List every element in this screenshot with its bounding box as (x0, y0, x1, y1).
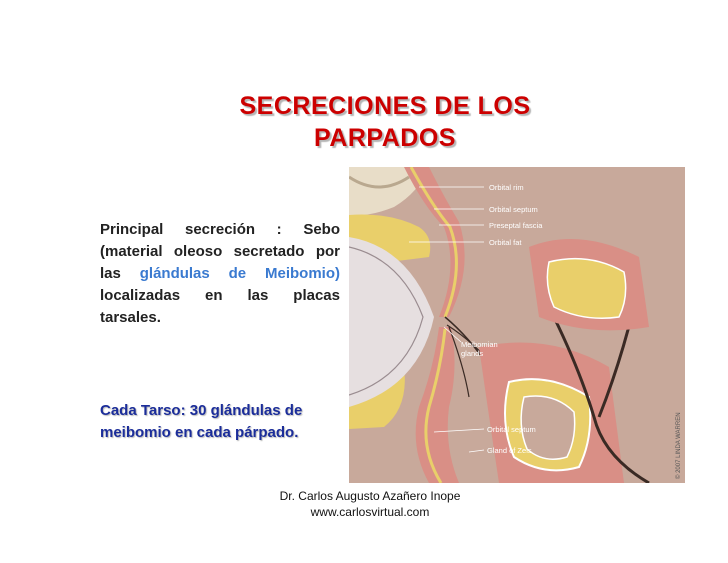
main-secretion-paragraph: Principal secreción : Sebo (material ole… (100, 219, 340, 329)
label-meibomian-line2: glands (461, 349, 483, 358)
title-line-2: PARPADOS (314, 124, 456, 152)
label-gland-of-zeis: Gland of Zeis (487, 446, 532, 455)
title-line-1: SECRECIONES DE LOS (239, 92, 531, 120)
hair-follicle (547, 306, 650, 483)
paragraph-text-1: Principal secreción : Sebo (material ole… (100, 221, 340, 282)
label-orbital-fat: Orbital fat (489, 238, 522, 247)
label-meibomian-line1: Meibomian (461, 340, 498, 349)
tarso-note: Cada Tarso: 30 glándulas de meibomio en … (100, 402, 303, 441)
label-orbital-septum-bottom: Orbital septum (487, 425, 536, 434)
copyright-notice: © 2007 LINDA WARREN (675, 412, 682, 479)
eyelid-anatomy-svg: Orbital rim Orbital septum Preseptal fas… (349, 167, 685, 483)
slide-title: SECRECIONES DE LOS PARPADOS (175, 90, 595, 154)
footer-author: Dr. Carlos Augusto Azañero Inope (279, 489, 461, 503)
label-orbital-rim: Orbital rim (489, 183, 524, 192)
eyelid-anatomy-illustration: Orbital rim Orbital septum Preseptal fas… (349, 167, 685, 483)
footer-website[interactable]: www.carlosvirtual.com (310, 505, 430, 519)
label-leader-lines (409, 186, 485, 453)
upper-eyelid (404, 167, 465, 317)
meibomio-glands-highlight: glándulas de Meibomio) (139, 265, 340, 282)
lower-eyelashes (448, 326, 470, 398)
eyeball (349, 237, 434, 407)
footer-credits: Dr. Carlos Augusto Azañero Inope www.car… (250, 488, 490, 520)
orbital-bone (349, 167, 429, 216)
paragraph-text-2: localizadas en las placas tarsales. (100, 287, 340, 326)
label-preseptal-fascia: Preseptal fascia (489, 221, 543, 230)
label-orbital-septum-top: Orbital septum (489, 205, 538, 214)
